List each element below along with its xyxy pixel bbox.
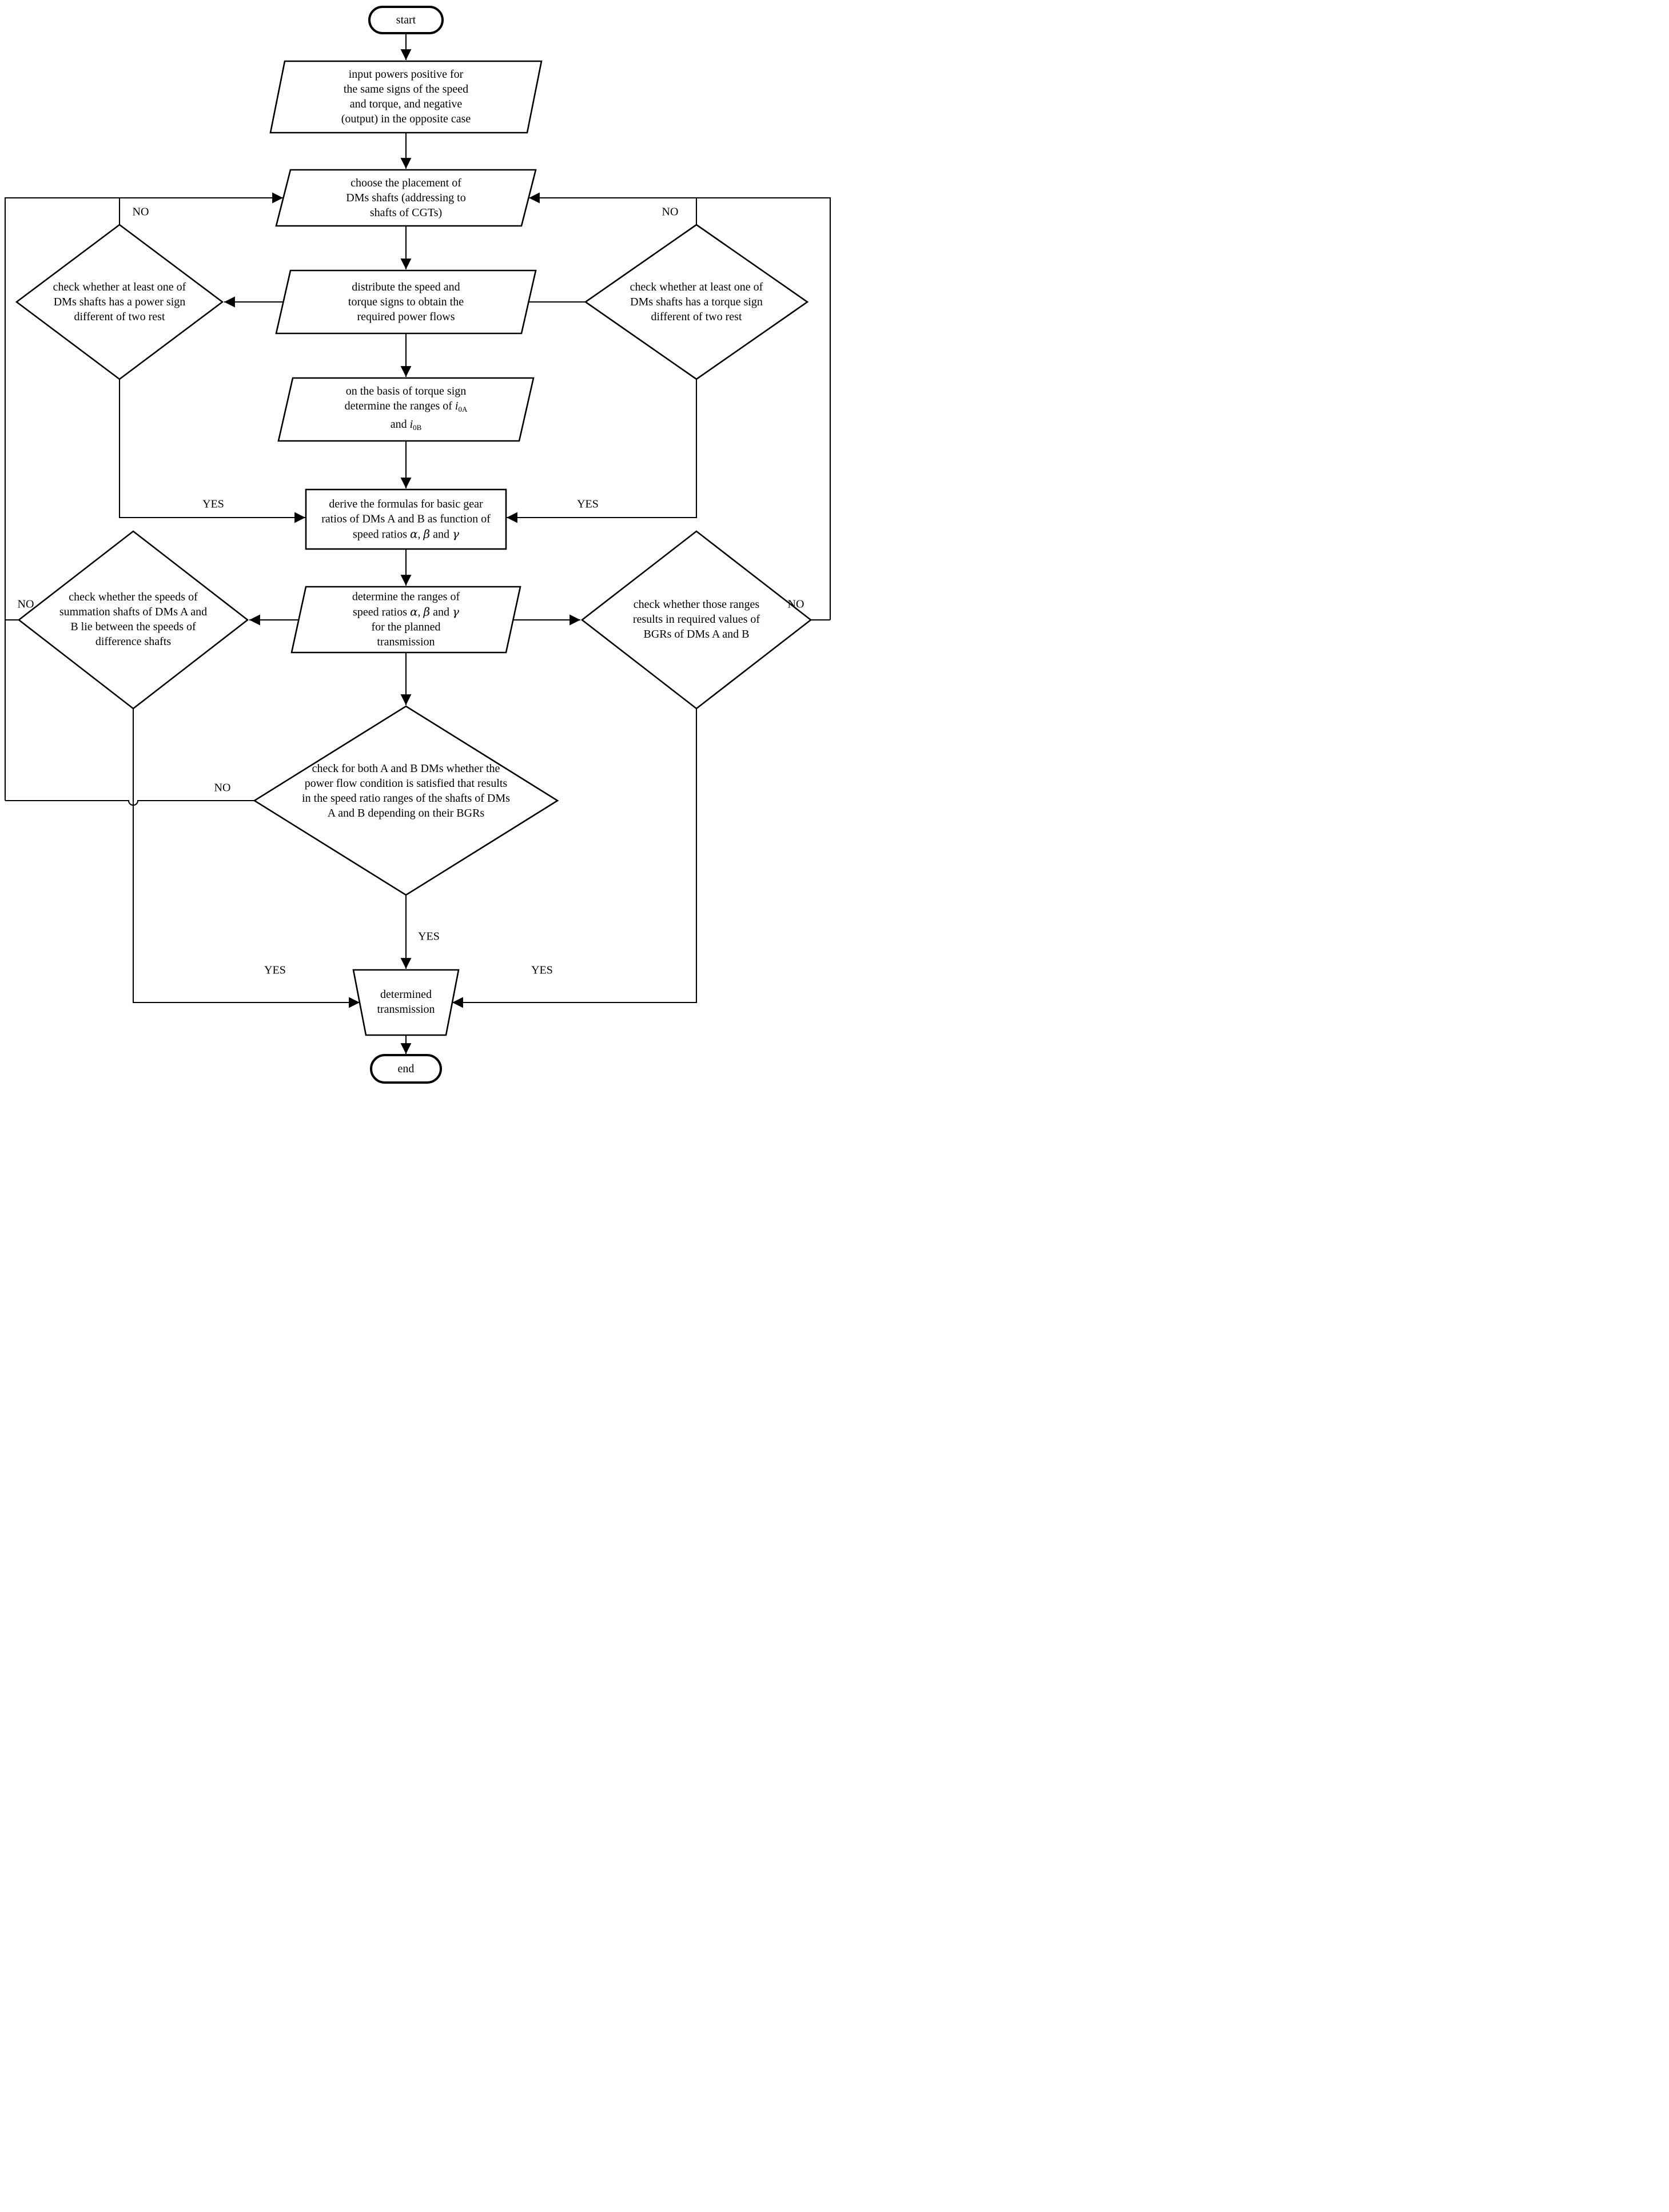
- node-label-determine-speed-ranges: determine the ranges of speed ratios α, …: [352, 590, 460, 649]
- speed-ratios-text: speed ratios: [353, 606, 411, 619]
- edge-label-yes-power-sign: YES: [202, 498, 224, 511]
- edge-power-sign-yes: [118, 379, 305, 523]
- check-power-flow-shape: [253, 705, 559, 896]
- edge-left-no-return: [4, 192, 283, 801]
- node-label-check-summation-speeds: check whether the speeds of summation sh…: [59, 591, 208, 648]
- node-label-input-powers: input powers positive for the same signs…: [341, 68, 471, 125]
- edge-label-yes-summation: YES: [264, 964, 286, 977]
- i0a-subscript: 0A: [458, 405, 468, 413]
- input-powers-shape: [269, 60, 543, 134]
- edge-label-no-power-sign: NO: [132, 205, 149, 218]
- node-label-determined-transmission: determined transmission: [377, 988, 435, 1016]
- edge-torque-sign-yes: [507, 379, 698, 523]
- check-torque-sign-shape: [584, 224, 809, 380]
- alpha-symbol: α: [410, 527, 418, 541]
- node-label-choose-placement: choose the placement of DMs shafts (addr…: [346, 177, 466, 219]
- edge-label-yes-power-flow: YES: [418, 930, 440, 943]
- i-symbol: i: [409, 418, 413, 431]
- node-label-check-bgr-ranges: check whether those ranges results in re…: [632, 598, 760, 640]
- gamma-symbol: γ: [452, 604, 459, 619]
- distribute-signs-shape: [275, 269, 537, 335]
- node-label-check-power-sign: check whether at least one of DMs shafts…: [53, 281, 186, 323]
- node-label-check-torque-sign: check whether at least one of DMs shafts…: [630, 281, 763, 323]
- edge-bgr-yes: [452, 709, 698, 1008]
- i-symbol: i: [455, 400, 459, 412]
- derive-line3-text: speed ratios: [353, 528, 411, 541]
- check-bgr-ranges-shape: [580, 530, 812, 710]
- determine-i-line2-text: determine the ranges of: [344, 400, 455, 412]
- edge-label-yes-torque-sign: YES: [577, 498, 599, 511]
- and-word: and: [430, 606, 452, 619]
- beta-symbol: β: [423, 604, 431, 619]
- node-label-distribute-signs: distribute the speed and torque signs to…: [348, 281, 464, 323]
- edge-label-no-summation: NO: [17, 598, 34, 611]
- node-label-check-power-flow: check for both A and B DMs whether the p…: [302, 762, 510, 819]
- beta-symbol: β: [423, 527, 431, 541]
- comma: ,: [417, 528, 424, 541]
- determine-i-line3-text: and: [390, 418, 410, 431]
- node-label-derive-formulas: derive the formulas for basic gear ratio…: [321, 498, 491, 541]
- edge-powerflow-no-line: [5, 799, 254, 806]
- gamma-symbol: γ: [452, 527, 459, 541]
- alpha-symbol: α: [410, 604, 418, 619]
- determined-transmission-shape: [352, 969, 460, 1036]
- comma: ,: [417, 606, 424, 619]
- edge-label-no-power-flow: NO: [214, 781, 231, 794]
- flowchart-canvas: start input powers positive for the same…: [0, 0, 835, 1106]
- edge-right-no-return: [529, 192, 831, 620]
- end-node-shape: [370, 1054, 442, 1084]
- choose-placement-shape: [275, 169, 537, 227]
- determine-speed-ranges-shape: [290, 586, 521, 654]
- edge-label-yes-bgr: YES: [531, 964, 553, 977]
- node-label-end: end: [397, 1063, 415, 1075]
- and-word: and: [430, 528, 452, 541]
- node-label-start: start: [396, 14, 416, 26]
- node-label-determine-i-ranges: on the basis of torque sign determine th…: [344, 385, 468, 432]
- derive-formulas-shape: [305, 488, 507, 550]
- flowchart-drawing: [4, 6, 831, 1084]
- edge-label-no-bgr: NO: [787, 598, 804, 611]
- i0b-subscript: 0B: [413, 423, 422, 432]
- edge-label-no-torque-sign: NO: [662, 205, 679, 218]
- check-summation-speeds-shape: [17, 530, 249, 710]
- determine-i-ranges-shape: [277, 377, 535, 442]
- check-power-sign-shape: [15, 224, 224, 380]
- edge-summation-yes: [132, 709, 360, 1008]
- start-node-shape: [368, 6, 444, 34]
